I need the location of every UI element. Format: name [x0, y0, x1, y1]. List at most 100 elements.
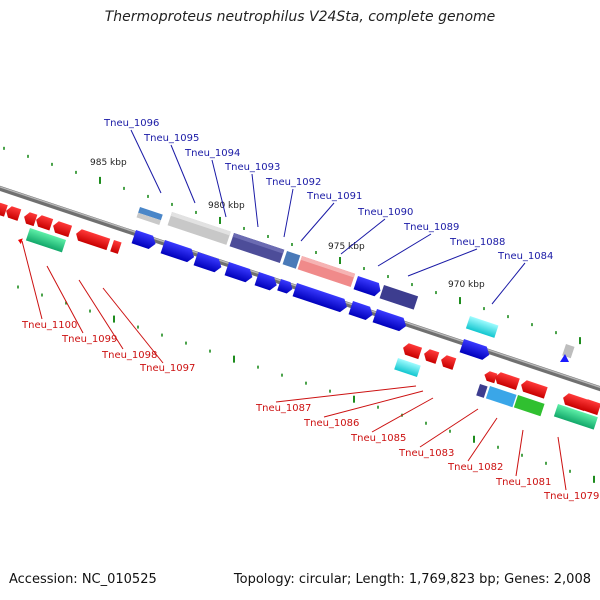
leader-forward-8: [407, 248, 478, 277]
label-tneu-1082: Tneu_1082: [447, 462, 503, 473]
leader-reverse-7: [419, 408, 479, 448]
gene-tneu-1083[interactable]: [485, 386, 517, 408]
gene-arrow-r2[interactable]: [4, 205, 22, 221]
label-tneu-1089: Tneu_1089: [403, 222, 459, 233]
leader-reverse-9: [515, 429, 524, 477]
gene-arrow-f3[interactable]: [193, 252, 224, 274]
gene-arrow-r1[interactable]: [0, 202, 8, 217]
kbp-label-975: 975 kbp: [328, 242, 365, 252]
kbp-scale: 985 kbp 980 kbp 975 kbp 970 kbp: [90, 158, 485, 290]
label-tneu-1079: Tneu_1079: [543, 491, 599, 502]
label-tneu-1098: Tneu_1098: [101, 350, 157, 361]
leader-forward-7: [377, 233, 432, 267]
leader-reverse-3: [102, 287, 164, 364]
gene-arrow-f7[interactable]: [292, 283, 350, 314]
gene-arrow-r3[interactable]: [22, 211, 38, 227]
label-tneu-1084: Tneu_1084: [497, 251, 553, 262]
gene-arrow-r13[interactable]: [493, 371, 520, 390]
leader-forward-5: [300, 202, 335, 242]
leader-reverse-6: [371, 397, 434, 433]
gene-arrow-r6[interactable]: [74, 228, 111, 251]
gene-block-1095-1094[interactable]: [167, 211, 231, 245]
gene-small-navy[interactable]: [476, 384, 488, 398]
label-tneu-1088: Tneu_1088: [449, 237, 505, 248]
gene-arrow-r10[interactable]: [422, 348, 440, 364]
gene-arrow-r16[interactable]: [580, 398, 600, 416]
gene-arrow-f6[interactable]: [277, 279, 294, 295]
label-tneu-1087: Tneu_1087: [255, 403, 311, 414]
gene-tneu-1084[interactable]: [465, 316, 499, 338]
leader-reverse-4: [275, 385, 417, 403]
label-tneu-1093: Tneu_1093: [224, 162, 280, 173]
gene-tneu-1079[interactable]: [553, 403, 598, 430]
label-tneu-1083: Tneu_1083: [398, 448, 454, 459]
forward-arrows: [131, 230, 569, 362]
gene-arrow-f8[interactable]: [348, 301, 375, 322]
gene-arrow-f2[interactable]: [160, 240, 197, 264]
leader-forward-2: [211, 159, 227, 218]
gene-arrow-r7[interactable]: [110, 240, 122, 254]
gene-tneu-1096[interactable]: [136, 207, 163, 226]
reverse-labels: Tneu_1100 Tneu_1099 Tneu_1098 Tneu_1097 …: [21, 320, 599, 502]
kbp-label-985: 985 kbp: [90, 158, 127, 168]
gene-arrow-f11[interactable]: [560, 354, 569, 362]
leader-reverse-2: [78, 279, 124, 350]
leader-reverse-1: [46, 265, 84, 334]
kbp-label-970: 970 kbp: [448, 280, 485, 290]
label-tneu-1100: Tneu_1100: [21, 320, 77, 331]
leader-forward-3: [251, 173, 259, 228]
gene-tneu-1087[interactable]: [394, 358, 421, 377]
label-tneu-1099: Tneu_1099: [61, 334, 117, 345]
reverse-genes: [0, 202, 600, 430]
label-tneu-1086: Tneu_1086: [303, 418, 359, 429]
gene-arrow-r4[interactable]: [34, 214, 54, 231]
label-tneu-1094: Tneu_1094: [184, 148, 240, 159]
gene-arrow-r9[interactable]: [401, 342, 423, 360]
gene-arrow-f1[interactable]: [131, 230, 158, 251]
gene-arrow-r8[interactable]: [17, 237, 23, 245]
gene-arrow-r14[interactable]: [519, 379, 548, 399]
scale-ticks: [3, 146, 595, 483]
gene-arrow-r15[interactable]: [561, 392, 588, 411]
gene-tneu-1091[interactable]: [297, 255, 356, 288]
gene-tneu-1090[interactable]: [353, 276, 383, 298]
gene-arrow-f10[interactable]: [459, 339, 492, 361]
gene-tneu-1092[interactable]: [282, 250, 301, 269]
summary-text: Topology: circular; Length: 1,769,823 bp…: [233, 572, 591, 587]
label-tneu-1090: Tneu_1090: [357, 207, 413, 218]
leader-reverse-8: [467, 417, 498, 462]
gene-arrow-f5[interactable]: [254, 272, 279, 292]
leader-reverse-10: [557, 436, 567, 491]
gene-arrow-r5[interactable]: [51, 220, 73, 238]
leader-reverse-0: [21, 240, 43, 320]
gene-arrow-f9[interactable]: [372, 309, 409, 333]
label-tneu-1097: Tneu_1097: [139, 363, 195, 374]
gene-arrow-r12[interactable]: [483, 370, 498, 384]
label-tneu-1091: Tneu_1091: [306, 191, 362, 202]
label-tneu-1081: Tneu_1081: [495, 477, 551, 488]
kbp-label-980: 980 kbp: [208, 201, 245, 211]
gene-tneu-1082[interactable]: [513, 395, 545, 417]
leader-forward-1: [170, 144, 196, 204]
gene-arrow-r11[interactable]: [439, 354, 457, 370]
gene-tneu-1089[interactable]: [379, 284, 419, 310]
gene-block-1093-1092[interactable]: [229, 232, 285, 264]
forward-genes: [136, 207, 575, 359]
forward-labels: Tneu_1096 Tneu_1095 Tneu_1094 Tneu_1093 …: [103, 118, 553, 262]
leader-forward-9: [491, 262, 526, 305]
gene-arrow-f4[interactable]: [224, 262, 255, 284]
leader-reverse-5: [323, 390, 424, 418]
leader-forward-6: [340, 218, 386, 255]
label-leader-lines: [21, 129, 567, 491]
map-title: Thermoproteus neutrophilus V24Sta, compl…: [104, 9, 496, 25]
label-tneu-1085: Tneu_1085: [350, 433, 406, 444]
leader-forward-4: [283, 188, 294, 238]
label-tneu-1092: Tneu_1092: [265, 177, 321, 188]
label-tneu-1095: Tneu_1095: [143, 133, 199, 144]
label-tneu-1096: Tneu_1096: [103, 118, 159, 129]
leader-forward-0: [130, 129, 162, 194]
gene-tneu-1099[interactable]: [25, 228, 67, 253]
accession-text: Accession: NC_010525: [9, 572, 157, 587]
